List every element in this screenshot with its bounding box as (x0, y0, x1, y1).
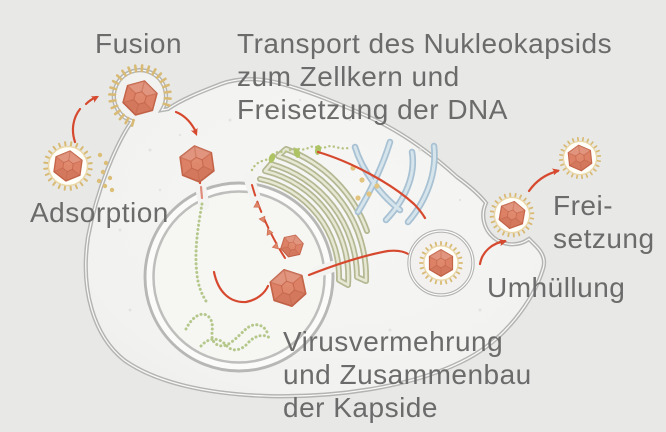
label-freisetzung-line2: setzung (553, 223, 655, 254)
cytoplasm-speckles (118, 98, 482, 332)
capsid-assembly-path (251, 184, 286, 259)
glycoprotein-path (316, 150, 427, 220)
label-fusion: Fusion (95, 28, 183, 59)
label-transport-line2: zum Zellkern und (237, 61, 460, 92)
label-replication-line1: Virusvermehrung (283, 326, 504, 357)
label-umhuellung: Umhüllung (487, 272, 626, 303)
enveloped-virion-icon (420, 242, 462, 284)
receptor-dots (96, 152, 115, 193)
transport-vesicle-dots (350, 165, 380, 201)
capsid-exit-path (307, 249, 412, 277)
label-replication-line3: der Kapside (283, 392, 438, 423)
replication-arc (212, 270, 270, 304)
released-virion-icon (558, 136, 603, 181)
capsomer-triangles (253, 200, 279, 250)
label-transport-line3: Freisetzung der DNA (237, 94, 508, 125)
adsorption-virion-icon (41, 139, 95, 193)
golgi-apparatus (350, 138, 438, 226)
pathway-arrows (71, 91, 563, 304)
label-freisetzung-line1: Frei- (553, 190, 614, 221)
fusion-entry-arrow (174, 110, 198, 134)
envelopment-vesicle (407, 229, 475, 297)
viral-dna-threads (184, 202, 273, 352)
budding-virion-icon (487, 190, 537, 240)
budding-to-release-arrow (527, 169, 560, 193)
adsorption-to-fusion-arrow (71, 107, 82, 144)
label-replication-line2: und Zusammenbau (283, 359, 532, 390)
label-adsorption: Adsorption (30, 197, 169, 228)
label-transport-line1: Transport des Nukleokapsids (237, 28, 613, 59)
